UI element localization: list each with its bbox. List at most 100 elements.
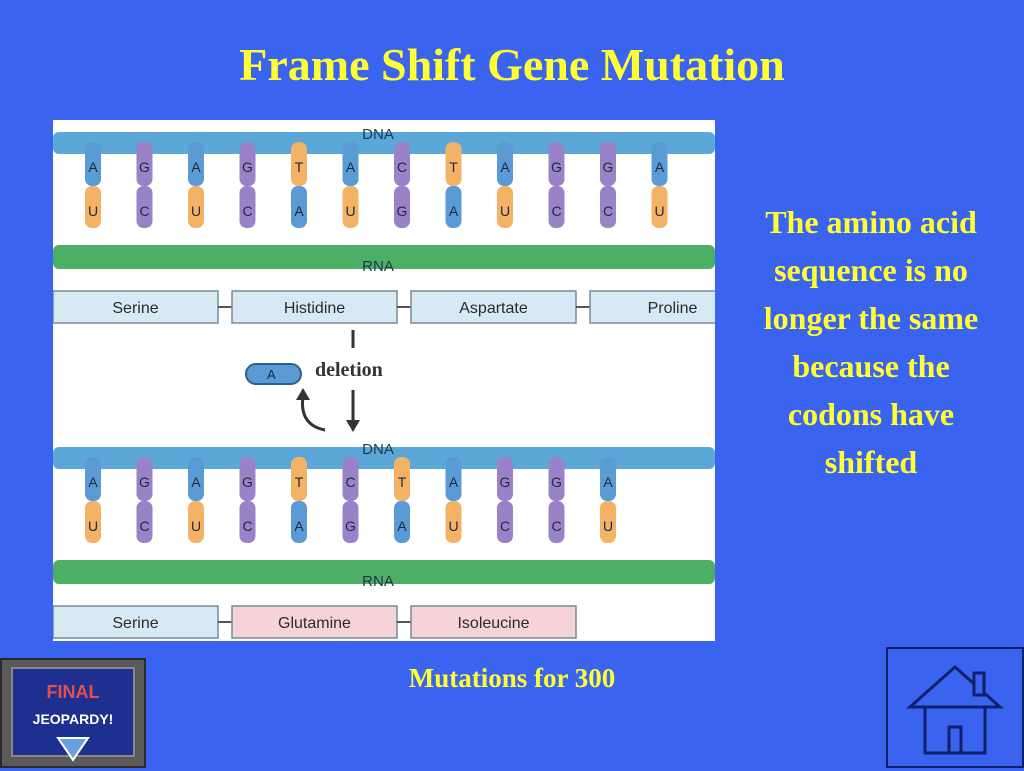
rna-base-letter: U <box>88 518 98 534</box>
dna-base-letter: A <box>88 474 98 490</box>
dna-base <box>600 142 616 186</box>
dna-base-letter: G <box>139 474 150 490</box>
rna-base <box>600 501 616 543</box>
rna-base <box>239 186 256 228</box>
rna-base <box>188 186 204 228</box>
rna-base <box>85 186 101 228</box>
rna-base <box>239 501 256 543</box>
rna-base-letter: C <box>139 203 149 219</box>
dna-base <box>239 142 256 186</box>
base-pair: GC <box>600 142 616 228</box>
rna-base-letter: U <box>654 203 664 219</box>
rna-base-letter: C <box>603 203 613 219</box>
dna-base <box>548 457 565 501</box>
rna-base <box>291 501 307 543</box>
dna-base-letter: C <box>345 474 355 490</box>
base-pair: AU <box>445 457 462 543</box>
final-jeopardy-logo: FINAL JEOPARDY! <box>11 667 135 762</box>
dna-base <box>85 457 101 501</box>
dna-base-letter: A <box>191 474 201 490</box>
dna-base-letter: A <box>449 474 459 490</box>
dna-base-letter: G <box>551 159 562 175</box>
bottom-rna-label: RNA <box>362 573 394 590</box>
final-jeopardy-button[interactable]: FINAL JEOPARDY! <box>0 658 146 768</box>
rna-base-letter: A <box>449 203 459 219</box>
base-pair: TA <box>291 142 307 228</box>
base-pair: AU <box>85 142 101 228</box>
dna-base <box>497 457 513 501</box>
dna-base <box>342 142 359 186</box>
final-jeopardy-line1: FINAL <box>47 682 100 702</box>
base-pair: AU <box>188 142 204 228</box>
curved-arrow <box>300 395 326 432</box>
down-arrow-head <box>346 420 360 432</box>
rna-base <box>394 186 410 228</box>
base-pair: GC <box>548 142 565 228</box>
dna-base <box>291 142 307 186</box>
dna-base <box>394 142 410 186</box>
dna-base-letter: G <box>242 474 253 490</box>
bottom-dna-label: DNA <box>362 441 394 458</box>
rna-base-letter: U <box>191 203 201 219</box>
curved-arrow-head <box>296 388 310 400</box>
rna-base <box>445 501 462 543</box>
base-pair: GC <box>136 457 153 543</box>
slide-title: Frame Shift Gene Mutation <box>239 39 785 90</box>
dna-base <box>600 457 616 501</box>
dna-base <box>394 457 410 501</box>
dna-base-letter: A <box>603 474 613 490</box>
base-pair: GC <box>548 457 565 543</box>
rna-base <box>136 501 153 543</box>
rna-base <box>394 501 410 543</box>
bottom-rna-strand <box>53 560 715 584</box>
rna-base-letter: A <box>294 518 304 534</box>
explanation-text: The amino acid sequence is no longer the… <box>763 204 979 480</box>
dna-base-letter: G <box>139 159 150 175</box>
dna-base-letter: G <box>242 159 253 175</box>
amino-acid-label: Proline <box>648 300 698 317</box>
amino-acid-label: Isoleucine <box>457 615 529 632</box>
rna-base-letter: C <box>500 518 510 534</box>
final-jeopardy-line2: JEOPARDY! <box>33 711 114 727</box>
dna-base-letter: C <box>397 159 407 175</box>
rna-base-letter: C <box>551 203 561 219</box>
rna-base-letter: A <box>294 203 304 219</box>
rna-base <box>342 501 359 543</box>
rna-base-letter: U <box>500 203 510 219</box>
deleted-base-capsule <box>245 363 302 385</box>
dna-base-letter: A <box>88 159 98 175</box>
top-dna-label: DNA <box>362 126 394 143</box>
base-pair: TA <box>291 457 307 543</box>
rna-base-letter: C <box>242 203 252 219</box>
base-pair: GC <box>497 457 513 543</box>
rna-base <box>548 501 565 543</box>
rna-base-letter: U <box>603 518 613 534</box>
dna-base-letter: T <box>398 474 407 490</box>
dna-base-letter: A <box>191 159 201 175</box>
base-pair: AU <box>651 142 668 228</box>
dna-base-letter: T <box>295 159 304 175</box>
amino-acid-box <box>410 605 577 639</box>
rna-base-letter: G <box>345 518 356 534</box>
home-button[interactable] <box>886 647 1024 768</box>
base-pair: AU <box>497 142 513 228</box>
base-pair: GC <box>239 142 256 228</box>
dna-base <box>291 457 307 501</box>
base-pair: CG <box>394 142 410 228</box>
base-pair: AU <box>342 142 359 228</box>
base-pair: TA <box>394 457 410 543</box>
dna-base-letter: A <box>500 159 510 175</box>
rna-base <box>651 186 668 228</box>
dna-base <box>188 457 204 501</box>
dna-base-letter: T <box>295 474 304 490</box>
dna-base <box>445 142 462 186</box>
dna-base <box>239 457 256 501</box>
rna-base-letter: U <box>191 518 201 534</box>
amino-acid-box <box>231 605 398 639</box>
base-pair: GC <box>136 142 153 228</box>
top-rna-label: RNA <box>362 258 394 275</box>
